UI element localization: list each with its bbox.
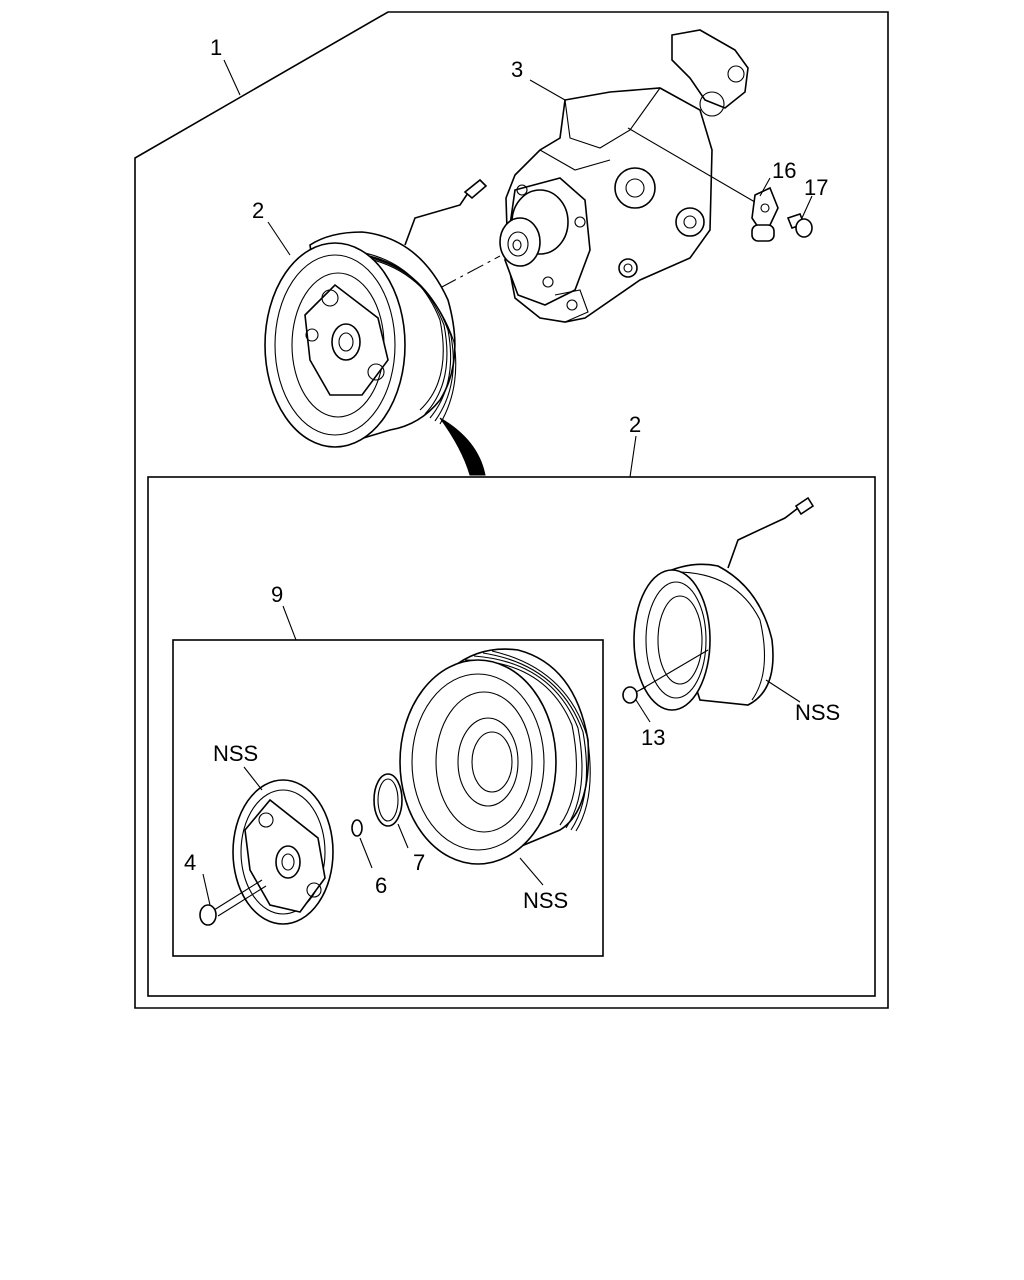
callout-2-top: 2	[252, 198, 264, 223]
screw-13	[622, 686, 647, 704]
bolt-4	[199, 879, 267, 926]
shaft-axis-line	[439, 255, 501, 289]
callout-1: 1	[210, 35, 222, 60]
pulley	[399, 648, 591, 865]
callout-9: 9	[271, 582, 283, 607]
snap-ring-7	[373, 773, 403, 827]
callout-nss-plate: NSS	[213, 741, 258, 766]
clutch-pulley-assembly	[264, 178, 488, 448]
callout-4: 4	[184, 850, 196, 875]
subassembly-frame-9	[172, 639, 604, 957]
detail-arrow	[439, 417, 486, 476]
callout-nss-pulley: NSS	[523, 888, 568, 913]
callout-2-inset: 2	[629, 412, 641, 437]
leader-lines	[202, 59, 813, 906]
callout-3: 3	[511, 57, 523, 82]
field-coil	[633, 496, 815, 711]
callout-nss-coil: NSS	[795, 700, 840, 725]
callout-16: 16	[772, 158, 796, 183]
pressure-plate	[232, 779, 334, 925]
wire-bracket-16	[627, 127, 779, 242]
assembly-frame-1	[134, 11, 889, 1009]
subassembly-frame-2	[147, 476, 876, 997]
bolt-17	[786, 213, 813, 238]
shim-6	[351, 819, 363, 837]
callout-17: 17	[804, 175, 828, 200]
callout-13: 13	[641, 725, 665, 750]
callout-7: 7	[413, 850, 425, 875]
callout-6: 6	[375, 873, 387, 898]
